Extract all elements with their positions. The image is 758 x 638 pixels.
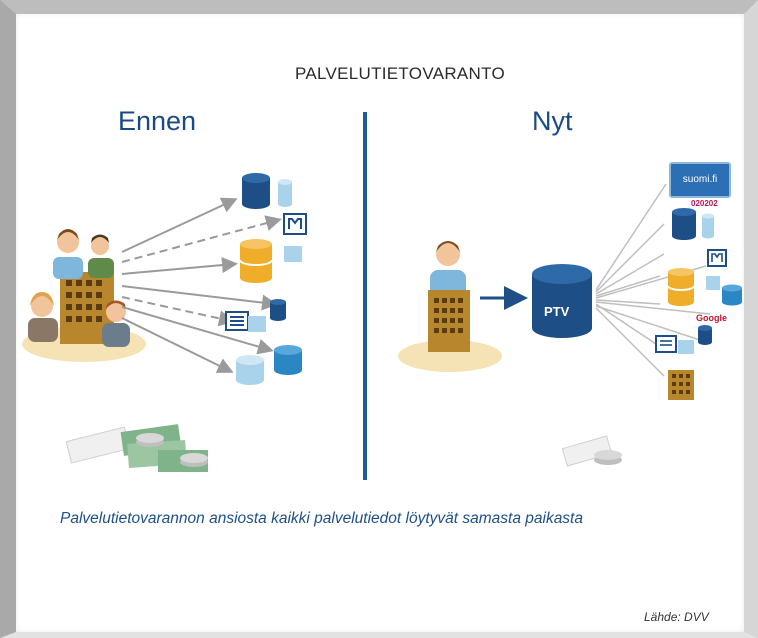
db-gold-right-icon: [667, 268, 695, 306]
suomi-fi-logo: suomi.fi: [669, 162, 731, 198]
db-pair-top-icon: [242, 173, 292, 209]
doc-db-icon: [225, 299, 286, 332]
diagram-artwork: [22, 173, 742, 472]
small-money-icon: [561, 435, 622, 467]
building-right-icon: [668, 370, 694, 400]
phone-number-label: 020202: [691, 199, 718, 208]
center-divider: [363, 112, 367, 480]
ptv-label: PTV: [544, 304, 570, 319]
heading-before: Ennen: [118, 106, 197, 136]
db-pair-right-icon: [672, 208, 714, 240]
people-group-icon: [22, 229, 146, 362]
heading-now: Nyt: [532, 106, 573, 136]
money-icon: [65, 424, 208, 472]
source-note: Lähde: DVV: [644, 610, 709, 624]
ptv-database-icon: [532, 264, 592, 338]
caption: Palvelutietovarannon ansiosta kaikki pal…: [60, 510, 583, 527]
metro-app-icon: [283, 213, 307, 262]
slide: PALVELUTIETOVARANTO Ennen Nyt: [16, 14, 744, 632]
google-logo: Google: [696, 313, 727, 323]
slide-title: PALVELUTIETOVARANTO: [294, 64, 506, 83]
doc-db-right-icon: [655, 325, 712, 354]
db-gold-icon: [239, 239, 273, 283]
db-pair-bottom-icon: [236, 345, 302, 385]
metro-app-right-icon: [706, 249, 742, 306]
person-building-icon: [398, 241, 502, 372]
